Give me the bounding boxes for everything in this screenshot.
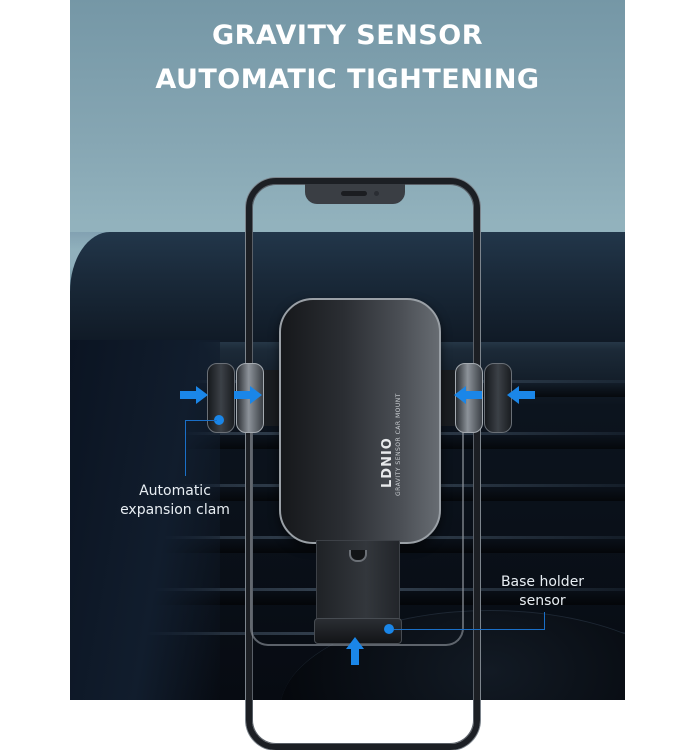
stem-notch	[349, 550, 367, 562]
brand-logo: LDNIO	[380, 437, 395, 488]
arrow-up-icon	[346, 637, 364, 665]
base-callout: Base holder sensor	[480, 573, 605, 611]
mount-stem	[316, 540, 400, 632]
phone-camera-icon	[374, 191, 379, 196]
arrow-right-icon	[180, 386, 208, 404]
headline-line-1: GRAVITY SENSOR	[211, 20, 483, 51]
brand-tagline: GRAVITY SENSOR CAR MOUNT	[395, 393, 402, 496]
arrow-right-icon	[234, 386, 262, 404]
left-arm	[262, 370, 282, 426]
clamp-leader-vertical	[185, 420, 186, 476]
phone-speaker	[341, 191, 367, 196]
clamp-callout: Automatic expansion clam	[110, 482, 240, 520]
base-sensor-dot	[384, 624, 394, 634]
base-callout-line-1: Base holder	[500, 574, 585, 590]
base-leader-horizontal	[394, 629, 544, 630]
base-leader-vertical	[544, 612, 545, 630]
dashboard-pillar	[70, 340, 220, 700]
base-callout-line-2: sensor	[519, 593, 566, 609]
right-outer-clamp	[484, 363, 512, 433]
clamp-callout-line-1: Automatic	[139, 483, 211, 499]
arrow-left-icon	[454, 386, 482, 404]
right-arm	[436, 370, 456, 426]
headline-line-2: AUTOMATIC TIGHTENING	[155, 64, 540, 95]
clamp-callout-line-2: expansion clam	[120, 502, 230, 518]
clamp-sensor-dot	[214, 415, 224, 425]
mount-body	[279, 298, 441, 544]
arrow-left-icon	[507, 386, 535, 404]
clamp-leader-horizontal	[185, 420, 217, 421]
